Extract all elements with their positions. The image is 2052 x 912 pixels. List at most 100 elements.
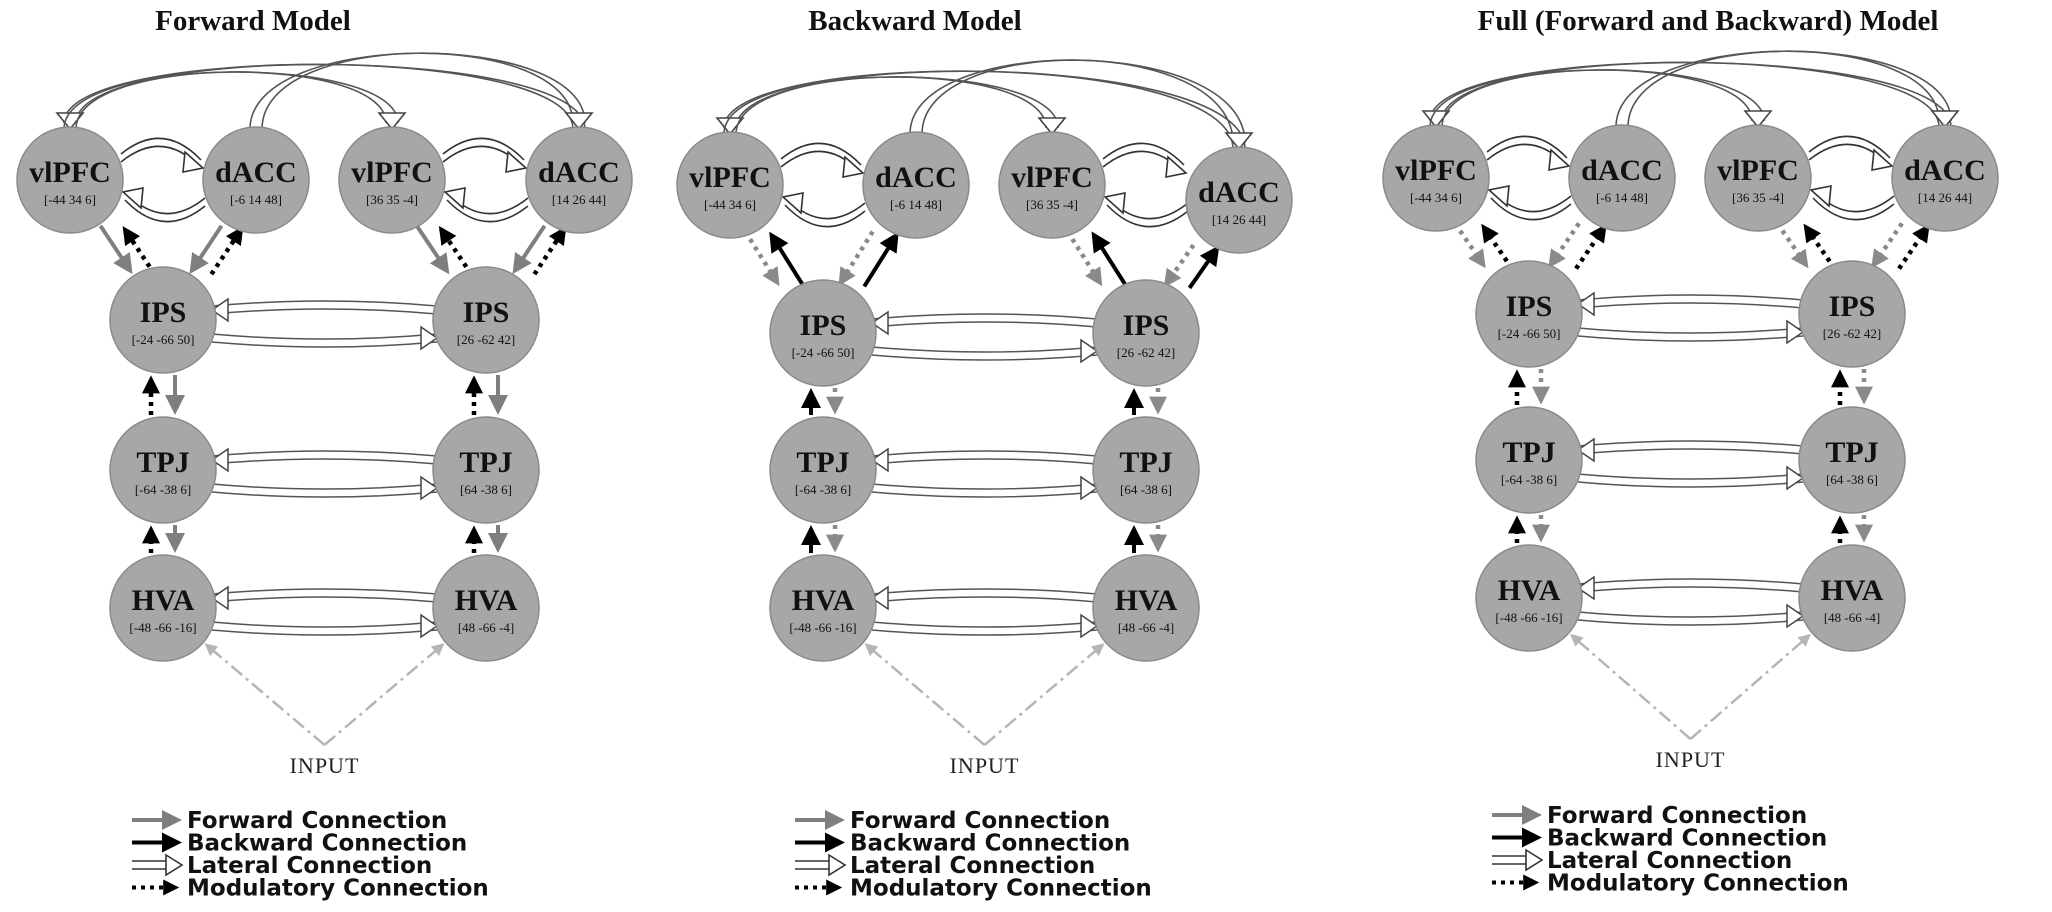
lateral-hva [870,585,1099,639]
legend-symbol-3 [132,853,184,877]
conn-dacc-to-ips-r [1163,243,1196,288]
lateral-arc-vlpfc-to-vlpfc [1429,69,1773,129]
node-circle [1092,554,1200,662]
node-circle [1798,260,1906,368]
node-name: vlPFC [689,161,771,194]
input-connection-r [323,643,445,746]
node-name: dACC [875,161,957,194]
node-coordinates: [-6 14 48] [1596,190,1648,205]
node-name: dACC [1904,154,1986,187]
node-ips-l: IPS[-24 -66 50] [769,279,877,387]
node-vlpfc-r: vlPFC[36 35 -4] [998,131,1106,239]
conn-ips-to-vlpfc-l [1481,223,1514,270]
node-circle [432,266,540,374]
node-coordinates: [14 26 44] [1918,190,1972,205]
node-tpj-l: TPJ[-64 -38 6] [1475,406,1583,514]
node-circle [202,126,310,234]
legend-label: Forward Connection [850,808,1110,834]
lateral-arc-dacc-to-dacc [1615,50,1960,129]
node-name: dACC [215,156,297,189]
node-coordinates: [-6 14 48] [890,197,942,212]
legend-symbol-3 [1492,848,1544,872]
node-circle [1891,124,1999,232]
node-coordinates: [48 -66 -4] [1118,620,1174,635]
lateral-arc-dacc-to-dacc [249,52,594,131]
conn-vlpfc-to-ips-r [1775,221,1809,269]
node-circle [1798,406,1906,514]
conn-ips-to-dacc-r [532,226,567,276]
node-circle [109,416,217,524]
node-tpj-l: TPJ[-64 -38 6] [109,416,217,524]
conn-dacc-to-ips-l [838,230,875,287]
conn-dacc-to-ips-r [1871,222,1904,269]
node-ips-r: IPS[26 -62 42] [432,266,540,374]
node-coordinates: [-6 14 48] [230,192,282,207]
node-name: HVA [1821,574,1884,607]
node-tpj-r: TPJ[64 -38 6] [432,416,540,524]
node-coordinates: [64 -38 6] [1120,482,1172,497]
node-name: HVA [1498,574,1561,607]
input-connection-l [204,643,326,746]
node-name: vlPFC [1717,154,1799,187]
lateral-arc-vlpfc-to-vlpfc [63,71,407,131]
node-circle [1092,279,1200,387]
node-hva-r: HVA [48 -66 -4] [1798,544,1906,652]
node-coordinates: [-44 34 6] [44,192,96,207]
lateral-loop-left [780,142,866,228]
lateral-ips [1576,291,1805,345]
lateral-tpj [210,447,439,501]
conn-ips-to-dacc-l [862,231,899,288]
node-circle [1475,406,1583,514]
node-coordinates: [-64 -38 6] [795,482,851,497]
node-name: vlPFC [351,156,433,189]
node-coordinates: [-64 -38 6] [1501,472,1557,487]
node-circle [16,126,124,234]
lateral-arc-dacc-to-vlpfc-left [55,63,586,131]
legend-label: Forward Connection [1547,803,1807,829]
node-circle [1798,544,1906,652]
node-coordinates: [-48 -66 -16] [1495,610,1562,625]
panel-title: Forward Model [155,5,351,37]
node-dacc-r: dACC[14 26 44] [1185,146,1293,254]
legend-label: Lateral Connection [187,853,432,879]
node-coordinates: [26 -62 42] [457,332,516,347]
lateral-loop-left [120,137,206,223]
node-circle [676,131,784,239]
node-circle [769,416,877,524]
conn-vlpfc-to-ips-r [1065,230,1103,287]
node-coordinates: [-44 34 6] [704,197,756,212]
conn-ips-to-vlpfc-r [1803,223,1837,271]
node-dacc-r: dACC [14 26 44] [525,126,633,234]
lateral-loop-right [1808,135,1895,221]
node-vlpfc-r: vlPFC[36 35 -4] [338,126,446,234]
input-connection-r [983,643,1105,746]
node-vlpfc-l: vlPFC [-44 34 6] [16,126,124,234]
legend-label: Lateral Connection [850,853,1095,879]
node-name: dACC [1581,154,1663,187]
node-coordinates: [14 26 44] [552,192,606,207]
conn-dacc-to-ips-l [189,224,224,275]
input-label: INPUT [950,753,1020,778]
node-name: HVA [1115,584,1178,617]
node-name: vlPFC [29,156,111,189]
legend-label: Modulatory Connection [850,876,1152,902]
conn-dacc-to-ips-r [512,224,547,275]
node-coordinates: [-64 -38 6] [135,482,191,497]
node-hva-l: HVA[-48 -66 -16] [109,554,217,662]
node-dacc-l: dACC [-6 14 48] [202,126,310,234]
node-circle [1185,146,1293,254]
conn-ips-to-vlpfc-r [438,225,474,276]
node-circle [432,554,540,662]
lateral-tpj [870,447,1099,501]
node-coordinates: [48 -66 -4] [1824,610,1880,625]
node-name: dACC [538,156,620,189]
legend-label: Backward Connection [850,831,1130,857]
conn-ips-to-dacc-l [209,226,244,276]
lateral-arc-dacc-to-vlpfc-left [1421,61,1952,129]
node-coordinates: [36 35 -4] [1732,190,1784,205]
input-connection-l [1570,633,1692,740]
